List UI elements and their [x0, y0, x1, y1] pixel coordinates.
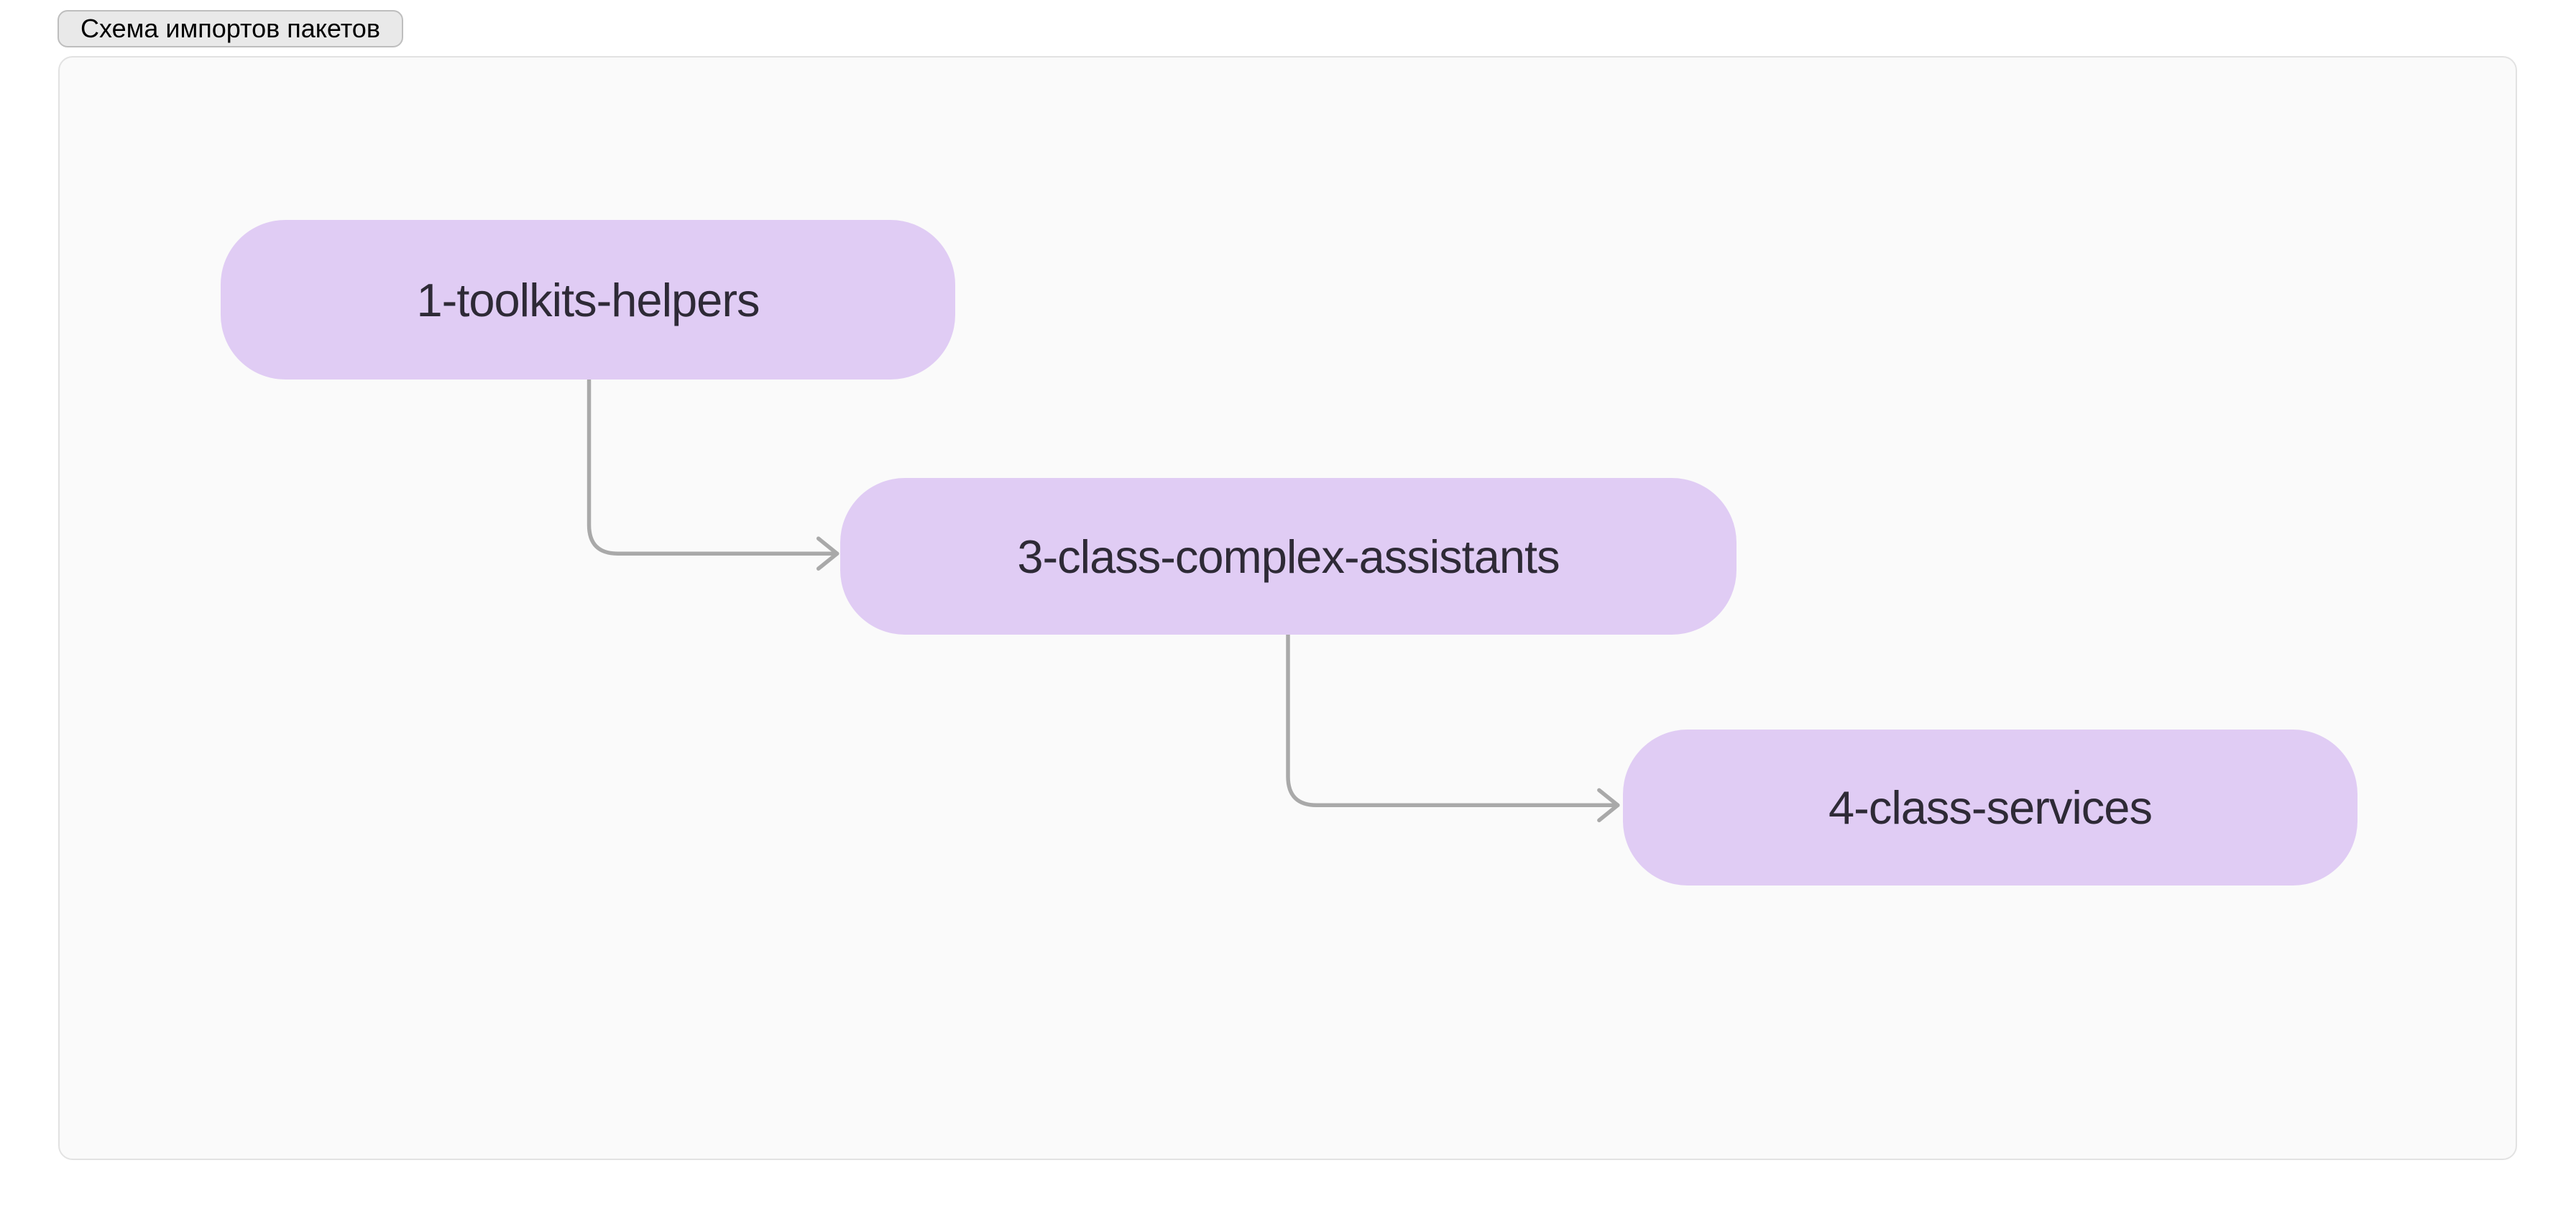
edge-toolkits-to-complex-assistants: [586, 378, 840, 571]
edge-line: [1286, 632, 1620, 808]
flowchart-edges-layer: [586, 378, 1620, 822]
node-label: 1-toolkits-helpers: [416, 273, 760, 326]
edge-complex-assistants-to-services: [1286, 632, 1620, 822]
diagram-toggle-button[interactable]: Схема импортов пакетов: [58, 10, 403, 47]
flowchart-node-toolkits-helpers: 1-toolkits-helpers: [221, 220, 955, 380]
edge-line: [586, 378, 840, 556]
arrowhead-icon: [816, 536, 840, 571]
node-label: 3-class-complex-assistants: [1017, 530, 1560, 583]
flowchart-node-class-services: 4-class-services: [1623, 730, 2358, 886]
flowchart-node-class-complex-assistants: 3-class-complex-assistants: [840, 478, 1736, 635]
arrowhead-icon: [1597, 788, 1620, 822]
diagram-panel: 1-toolkits-helpers 3-class-complex-assis…: [58, 56, 2517, 1160]
node-label: 4-class-services: [1828, 781, 2153, 834]
